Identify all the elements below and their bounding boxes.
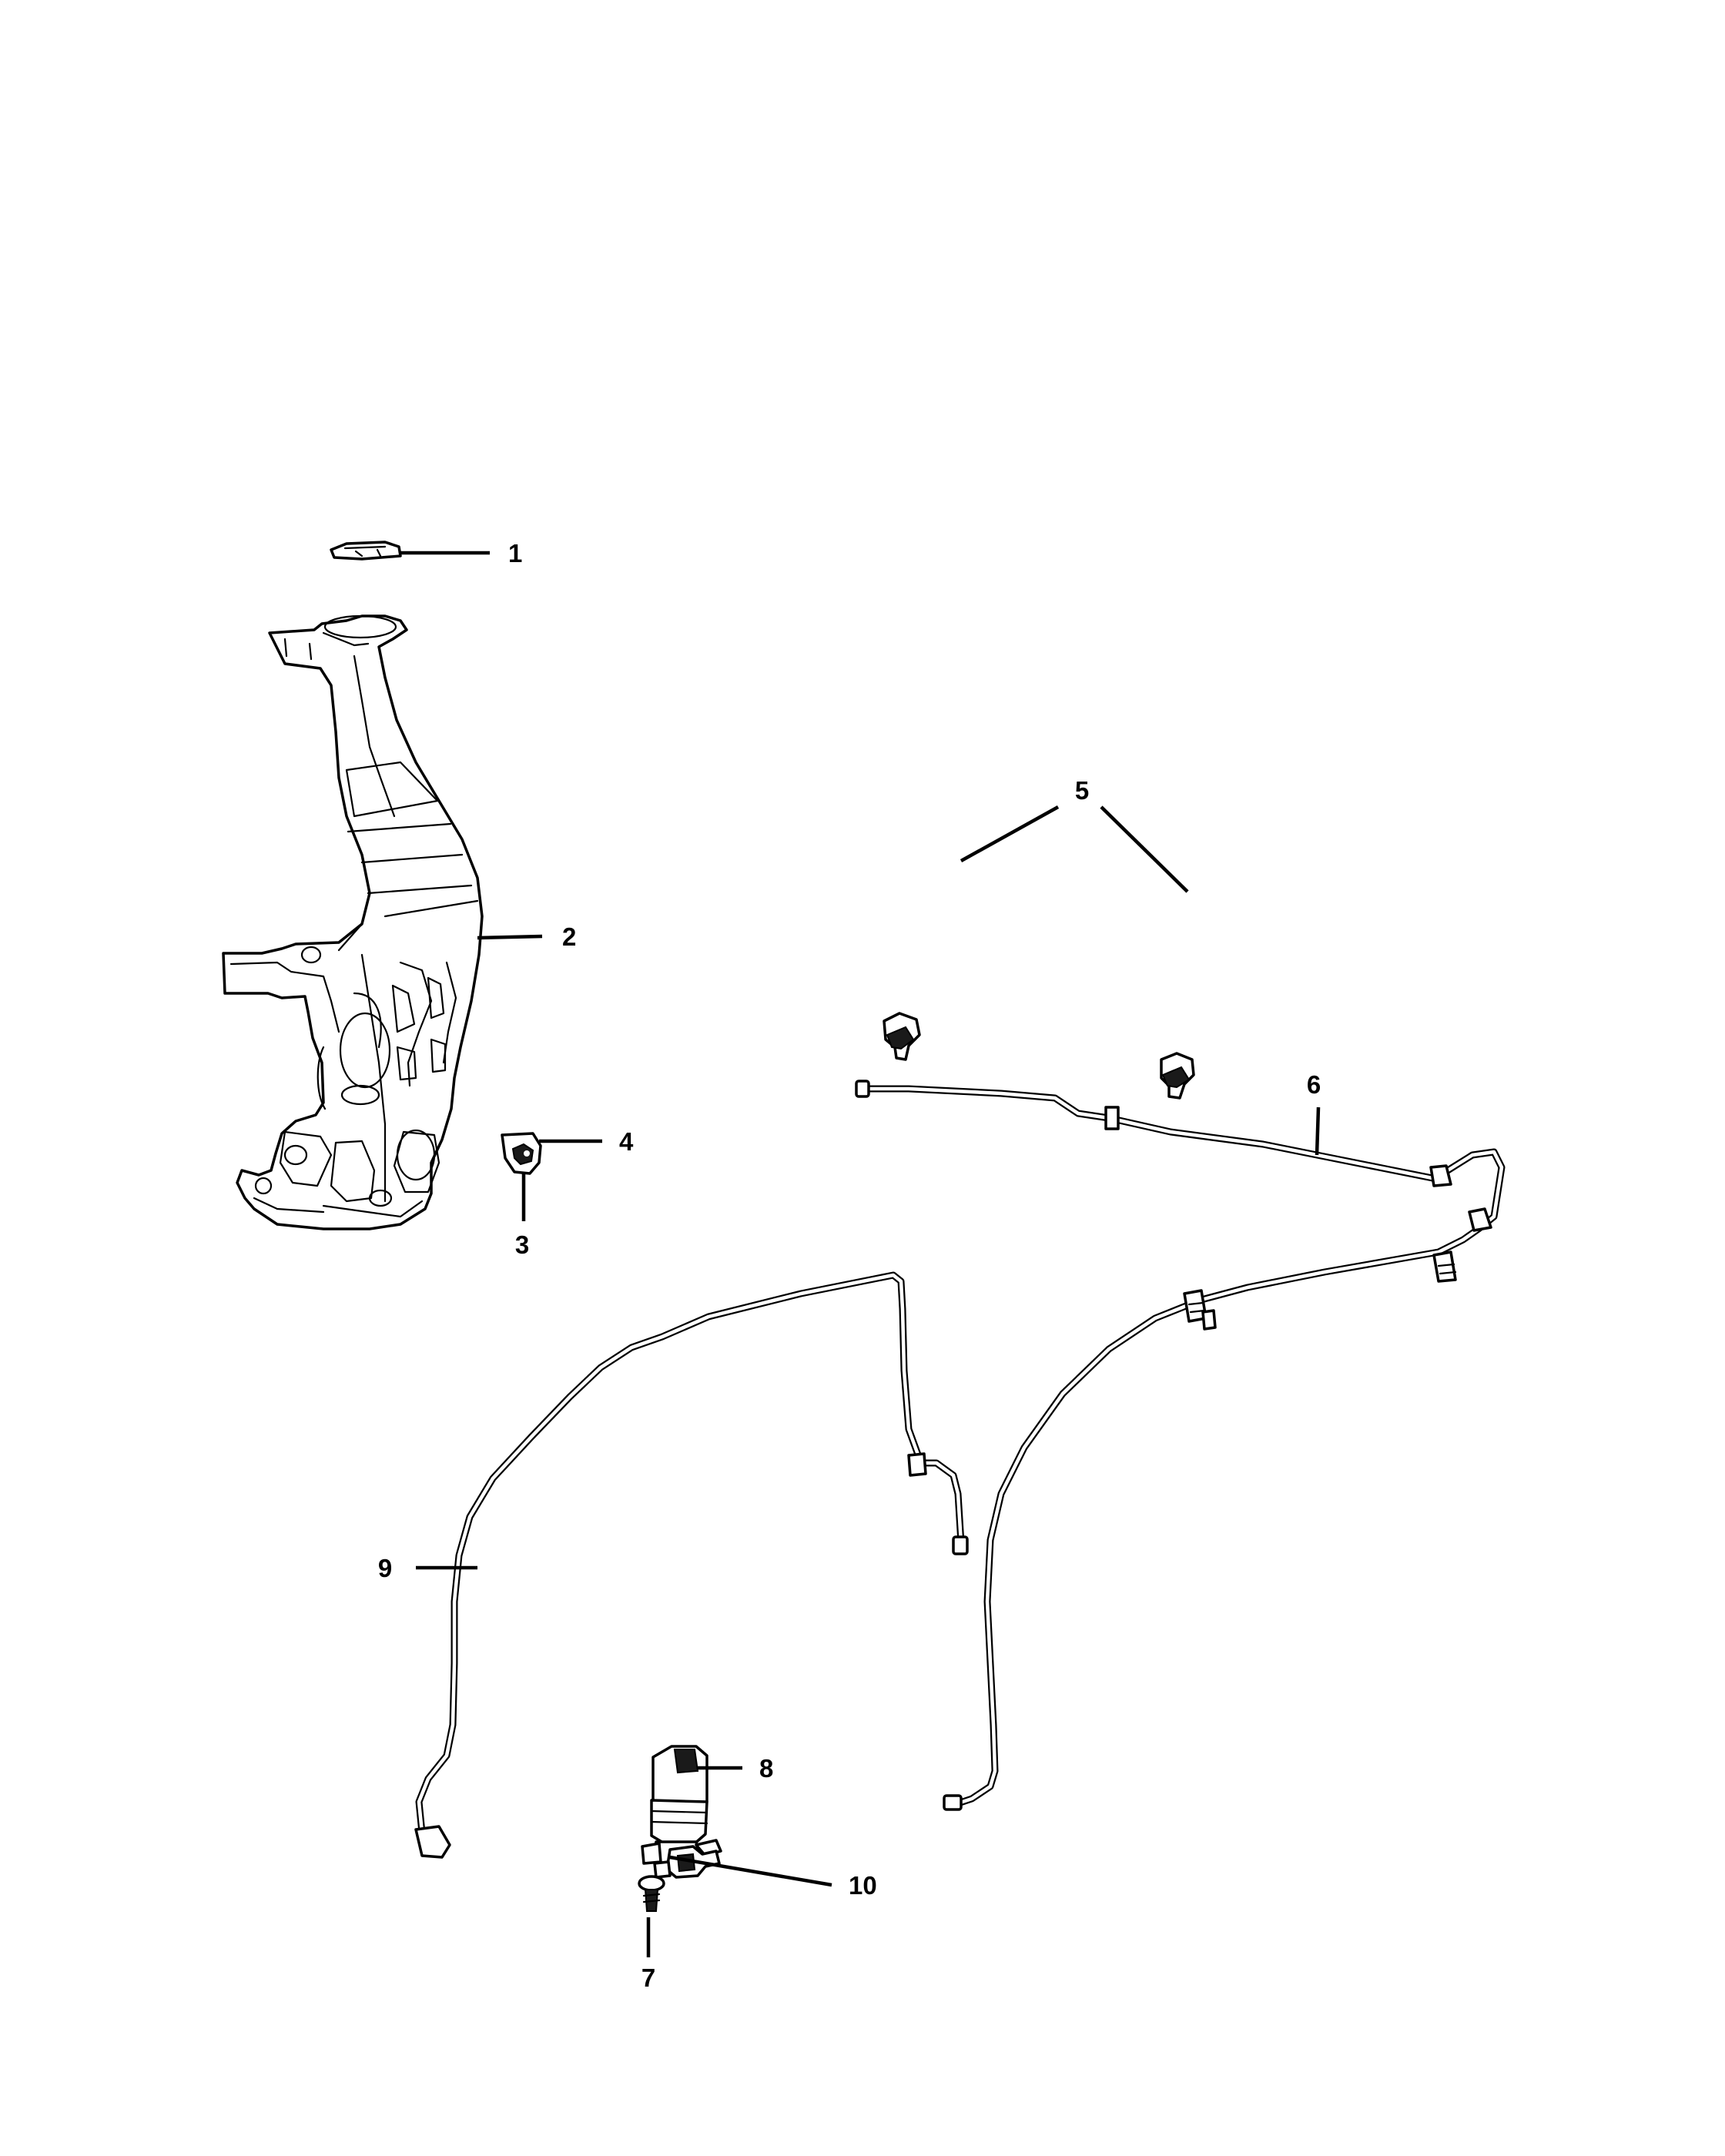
callout-8: 8 — [759, 1754, 773, 1783]
callout-10: 10 — [849, 1871, 877, 1900]
callout-5: 5 — [1075, 776, 1089, 805]
part-3-4-grommet-sensor — [501, 1132, 542, 1175]
part-1-reservoir-cap — [330, 541, 402, 561]
callout-3: 3 — [515, 1230, 529, 1259]
callout-2: 2 — [562, 922, 576, 951]
leader-lines — [400, 551, 1321, 1957]
part-9-washer-hose — [414, 1271, 969, 1859]
part-6-washer-nozzles — [883, 1012, 1195, 1100]
leader-5b — [1100, 805, 1189, 893]
leader-2 — [477, 934, 543, 940]
callout-6: 6 — [1307, 1070, 1321, 1099]
part-7-screw — [638, 1875, 665, 1912]
callout-7: 7 — [641, 1964, 655, 1992]
leader-6 — [1315, 1106, 1321, 1156]
callout-labels: 1 2 3 4 5 6 7 8 9 10 — [378, 539, 1321, 1992]
part-6-washer-hose — [855, 1080, 1506, 1811]
leader-10 — [669, 1855, 832, 1887]
callout-1: 1 — [508, 539, 522, 567]
leader-5a — [960, 805, 1060, 862]
callout-4: 4 — [619, 1127, 634, 1156]
part-2-washer-reservoir — [222, 614, 484, 1230]
callout-9: 9 — [378, 1554, 392, 1582]
part-8-washer-pump — [641, 1745, 722, 1868]
